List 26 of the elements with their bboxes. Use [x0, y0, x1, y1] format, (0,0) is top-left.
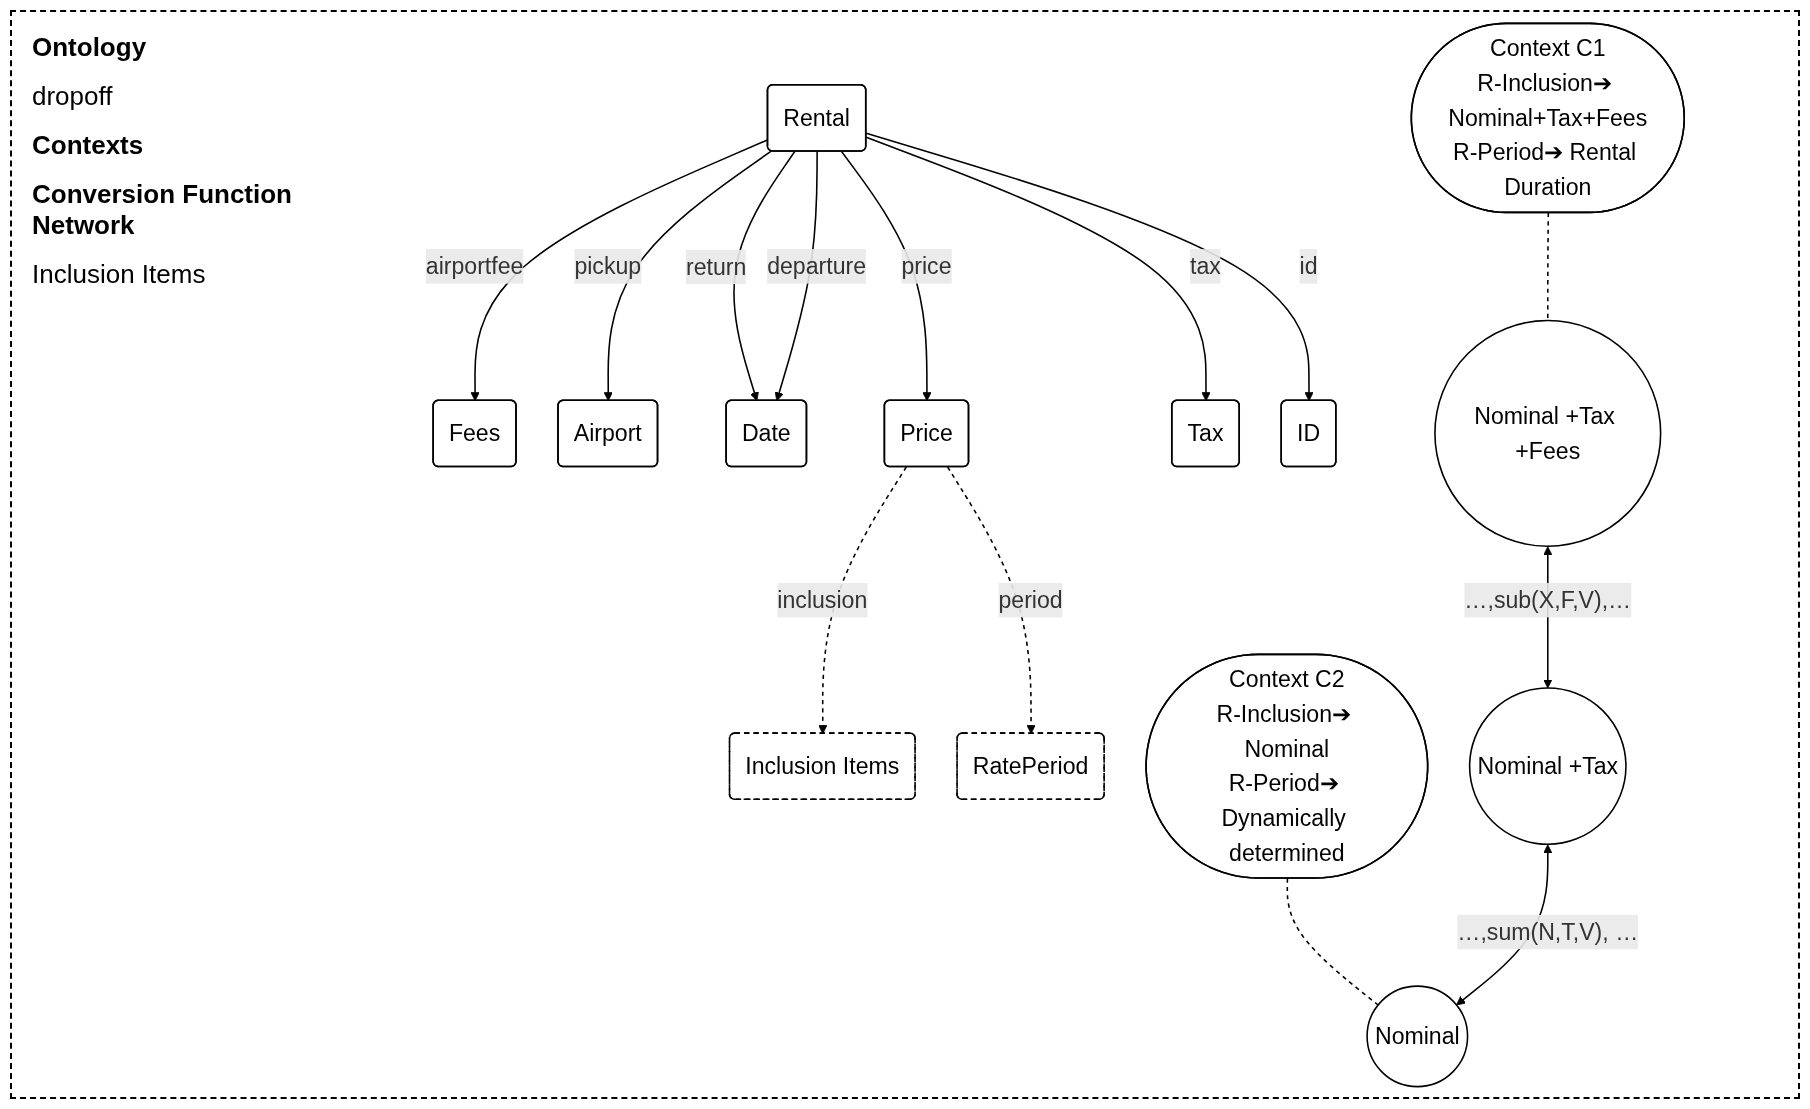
connector: [1286, 877, 1379, 1006]
edge-label: return: [685, 253, 747, 280]
arrow: [818, 465, 908, 734]
edge-label: price: [901, 252, 952, 280]
row-label: Inclusion Items: [32, 259, 207, 290]
arrow: [946, 465, 1036, 734]
edge-label: departure: [767, 252, 867, 280]
section-heading: Conversion Function Network: [32, 179, 292, 241]
node-circle: Nominal: [1366, 984, 1469, 1087]
connector: [1547, 211, 1550, 321]
edge-label: …,sub(X,F,V),…: [1464, 586, 1632, 613]
edge-label: tax: [1190, 252, 1221, 280]
edge-label: pickup: [574, 252, 642, 280]
arrow: [865, 135, 1211, 401]
node-circle: Nominal +Tax: [1468, 686, 1627, 845]
section-heading: Contexts: [32, 130, 145, 161]
section-heading: Ontology: [32, 32, 148, 63]
edge-label: period: [998, 586, 1063, 613]
edge-label: id: [1299, 252, 1318, 280]
edge-note: dropoff: [32, 81, 114, 112]
edge-label: airportfee: [425, 252, 524, 280]
arrow: [603, 149, 772, 401]
arrow: [865, 131, 1314, 401]
edge-label: inclusion: [777, 586, 868, 613]
node-circle: Nominal +Tax +Fees: [1434, 319, 1662, 547]
edge-label: …,sum(N,T,V), …: [1457, 918, 1639, 945]
